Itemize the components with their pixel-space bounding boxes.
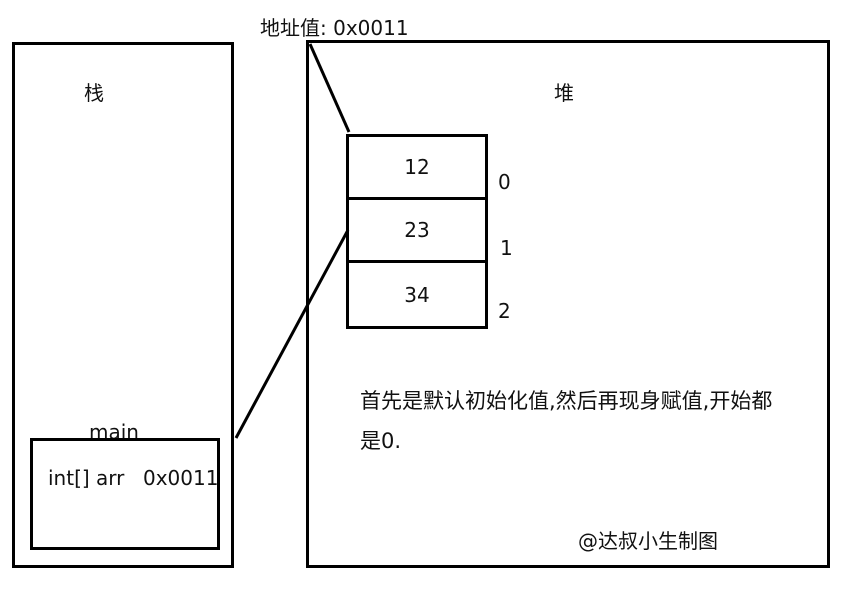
- array-cell-value: 34: [404, 282, 430, 307]
- address-label: 地址值: 0x0011: [260, 16, 409, 40]
- heap-title: 堆: [554, 81, 574, 105]
- arr-variable: int[] arr: [48, 466, 125, 490]
- array-cell-value: 12: [404, 155, 430, 179]
- address-pointer-line: [308, 43, 351, 133]
- reference-arrow-line: [234, 229, 350, 439]
- array-index: 0: [498, 170, 511, 194]
- heap-note-line2: 是0.: [360, 429, 402, 453]
- arr-variable-value: 0x0011: [143, 466, 219, 490]
- stack-title: 栈: [84, 81, 104, 105]
- main-frame-label: main: [89, 420, 139, 444]
- heap-note-line1: 首先是默认初始化值,然后再现身赋值,开始都: [360, 389, 773, 413]
- watermark: @达叔小生制图: [578, 529, 718, 553]
- main-frame: [30, 438, 220, 550]
- array-cell-value: 23: [404, 218, 430, 242]
- stack-area: [12, 42, 234, 568]
- array-index: 2: [498, 299, 511, 323]
- array-cell: 34: [346, 260, 488, 329]
- array-index: 1: [500, 236, 513, 260]
